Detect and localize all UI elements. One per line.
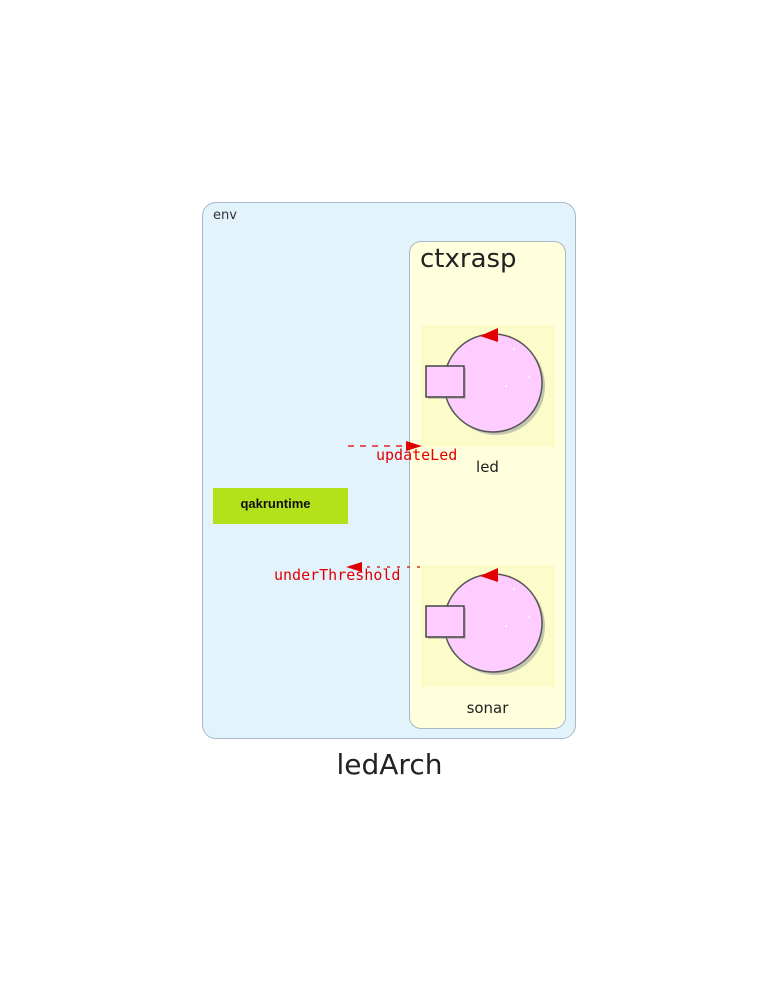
actor-tile-led xyxy=(421,325,555,447)
actor-label-sonar: sonar xyxy=(466,699,509,717)
context-title: ctxrasp xyxy=(420,244,517,274)
actor-label-led: led xyxy=(476,458,499,476)
environment-label: env xyxy=(213,208,237,223)
message-label-underthreshold: underThreshold xyxy=(274,566,401,584)
message-label-updateled: updateLed xyxy=(376,446,458,464)
runtime-box: qakruntime xyxy=(213,488,348,524)
diagram-title: ledArch xyxy=(336,748,443,781)
actor-tile-sonar xyxy=(421,565,555,687)
runtime-label: qakruntime xyxy=(240,495,311,511)
